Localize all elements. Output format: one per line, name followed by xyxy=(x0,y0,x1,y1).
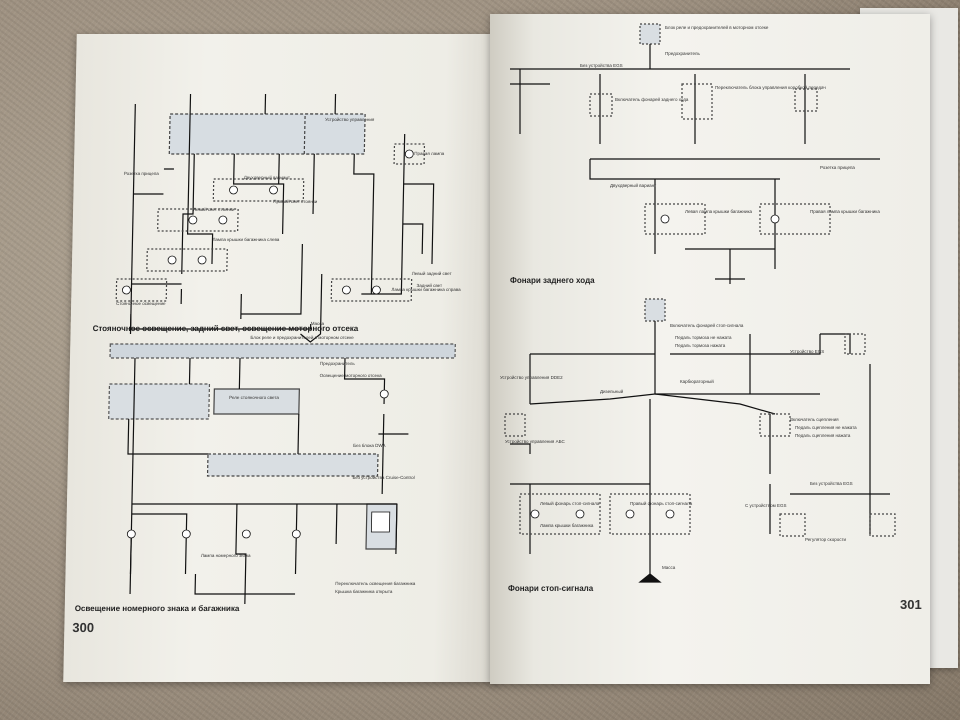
brake-not-pressed-label: Педаль тормоза не нажата xyxy=(675,335,732,340)
without-egs-top-label: Без устройства EGS xyxy=(580,63,623,68)
without-egs-bottom-label: Без устройства EGS xyxy=(810,481,853,486)
carburetor-label: Карбюраторный xyxy=(680,379,714,384)
lamp-icon xyxy=(122,285,131,295)
lamp-icon xyxy=(404,149,414,159)
caption-plate-trunk-lighting: Освещение номерного знака и багажника xyxy=(74,604,240,613)
ground-label-right: Масса xyxy=(662,565,676,570)
switch-icon xyxy=(370,511,391,533)
lamp-icon xyxy=(269,185,278,195)
fuse-label-left: Предохранитель xyxy=(319,361,355,366)
right-parking-light-label: Правый свет стоянки xyxy=(273,199,318,204)
lamp-icon xyxy=(770,214,780,224)
heading-brake-lights: Фонари стоп-сигнала xyxy=(508,584,594,593)
lamp-icon xyxy=(530,509,540,519)
without-cruise-control-label: Без устройства Cruise-Control xyxy=(352,475,415,480)
parking-lighting-label: Стояночное освещение xyxy=(116,301,166,306)
trailer-socket-label: Розетка прицепа xyxy=(123,171,159,176)
lamp-icon xyxy=(660,214,670,224)
clutch-pressed-label: Педаль сцепления нажата xyxy=(795,433,851,438)
reverse-and-brake-light-wiring-diagram xyxy=(504,23,896,583)
right-page: Блок реле и предохранителей в моторном о… xyxy=(490,14,930,684)
clutch-not-pressed-label: Педаль сцепления не нажата xyxy=(795,425,857,430)
reverse-switch-label: Включатель фонарей заднего хода xyxy=(615,97,689,102)
brake-switch-label: Включатель фонарей стоп-сигнала xyxy=(670,323,744,328)
lamp-icon xyxy=(126,529,136,539)
gearbox-switch-label: Переключатель блока управления коробкой … xyxy=(715,85,826,90)
left-page: Устройство управления Розетка прицепа Дв… xyxy=(63,34,512,682)
lamp-icon xyxy=(291,529,301,539)
two-door-right-label: Двухдверный вариант xyxy=(610,183,657,188)
two-door-label: Двухдверный вариант xyxy=(243,175,291,180)
speed-regulator-label: Регулятор скорости xyxy=(805,537,847,542)
page-number-right: 301 xyxy=(900,597,922,612)
trailer-socket-right-label: Розетка прицепа xyxy=(820,165,855,170)
egs-unit-label: Устройство EGS xyxy=(790,349,825,354)
fuse-box-label-left: Блок реле и предохранителей в моторном о… xyxy=(250,335,354,340)
left-brake-light-label: Левый фонарь стоп-сигнала xyxy=(540,501,600,506)
right-lamp-label: Правая лампа xyxy=(414,151,445,156)
lamp-icon xyxy=(218,215,228,225)
parking-light-wiring-diagram xyxy=(108,94,456,604)
heading-reverse-lights: Фонари заднего хода xyxy=(510,276,595,285)
lamp-icon xyxy=(372,285,381,295)
parking-relay-label: Реле стояночного света xyxy=(229,395,279,400)
lamp-icon xyxy=(342,285,351,295)
right-brake-light-label: Правый фонарь стоп-сигнала xyxy=(630,501,693,506)
lamp-icon xyxy=(665,509,675,519)
trunk-open-label: Крышка багажника открыта xyxy=(335,589,393,594)
lamp-icon xyxy=(241,529,251,539)
left-trunk-lamp-label: Левая лампа крышки багажника xyxy=(685,209,753,214)
lamp-icon xyxy=(625,509,635,519)
trunk-lamp-brake-label: Лампа крышки багажника xyxy=(540,523,594,528)
with-egs-label: С устройством EGS xyxy=(745,503,787,508)
lamp-icon xyxy=(575,509,585,519)
lamp-icon xyxy=(181,529,191,539)
control-unit-label: Устройство управления xyxy=(324,117,375,122)
caption-parking-lighting: Стояночное освещение, задний свет, освещ… xyxy=(92,324,359,333)
brake-pressed-label: Педаль тормоза нажата xyxy=(675,343,726,348)
fuse-box-label-right: Блок реле и предохранителей в моторном о… xyxy=(665,25,769,30)
left-tail-light-label: Левый задний свет xyxy=(411,271,452,276)
tail-light-label: Задний свет xyxy=(416,283,443,288)
page-number-left: 300 xyxy=(72,620,95,635)
plate-lamp-label: Лампа номерного знака xyxy=(200,553,251,558)
without-dwa-label: Без блока DWA xyxy=(353,443,386,448)
abs-unit-label: Устройство управления АБС xyxy=(505,439,565,444)
clutch-switch-label: Включатель сцепления xyxy=(790,417,839,422)
right-trunk-lamp-label: Правая лампа крышки багажника xyxy=(810,209,880,214)
diesel-label: Дизельный xyxy=(600,389,624,394)
left-parking-light-label: Левый свет стоянки xyxy=(193,207,235,212)
lamp-icon xyxy=(229,185,238,195)
lamp-icon xyxy=(167,255,177,265)
lamp-icon xyxy=(188,215,198,225)
engine-bay-lighting-label: Освещение моторного отсека xyxy=(319,373,382,378)
dde2-unit-label: Устройство управления DDE2 xyxy=(500,375,563,380)
lamp-icon xyxy=(379,389,389,399)
trunk-light-switch-label: Переключатель освещения багажника xyxy=(335,581,416,586)
fuse-label-right: Предохранитель xyxy=(665,51,700,56)
trunk-lamp-left-label: Лампа крышки багажника слева xyxy=(212,237,280,242)
lamp-icon xyxy=(197,255,207,265)
